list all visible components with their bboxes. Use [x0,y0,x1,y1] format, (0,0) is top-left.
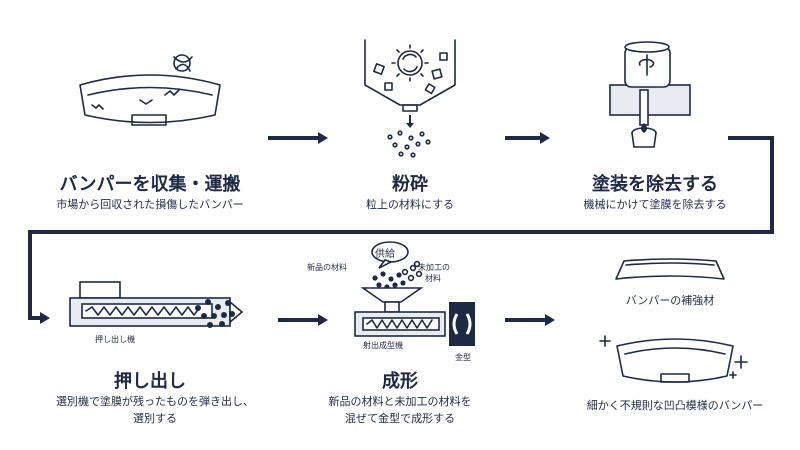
step4-desc-line1: 選別機で塗膜が残ったものを弾き出し、 [56,395,254,408]
patterned-bumper-illustration [599,335,748,383]
row-wrap-connector [28,136,774,320]
bumper-reinforcement-illustration [615,258,725,280]
arrow-2-to-3 [505,132,550,144]
arrow-1-to-2 [268,132,328,144]
paint-removal-machine-illustration [609,41,691,148]
extruder-label: 押し出し機 [95,335,135,344]
injection-molding-illustration [354,241,475,346]
arrow-4-to-5 [278,314,328,326]
arrow-5-to-6 [505,314,555,326]
step5-desc-line1: 新品の材料と未加工の材料を [328,395,472,408]
new-material-label: 新品の材料 [307,263,347,272]
step5-title: 成形 [382,371,418,392]
step4-title: 押し出し [114,371,186,392]
step3-desc: 機械にかけて塗膜を除去する [583,198,727,211]
raw-material-label-line2: 材料 [425,274,441,283]
step4-desc-line2: 選別する [133,412,177,425]
step5-desc-line2: 混ぜて金型で成形する [344,412,456,425]
mold-label: 金型 [455,353,471,362]
patterned-bumper-label: 細かく不規則な凹凸模様のバンパー [586,399,764,412]
reinforcement-label: バンパーの補強材 [625,294,715,307]
damaged-bumper-illustration [79,54,221,126]
supply-label: 供給 [375,249,395,260]
step3-title: 塗装を除去する [592,174,718,195]
pellets-icon [195,299,235,328]
step2-title: 粉砕 [392,174,428,195]
step2-desc: 粒上の材料にする [365,198,455,211]
step1-title: バンパーを収集・運搬 [59,174,241,195]
crusher-illustration [364,39,456,158]
row-wrap-arrowhead [40,312,50,324]
step1-desc: 市場から回収された損傷したバンパー [56,198,244,211]
raw-material-label-line1: 未加工の [418,263,450,272]
injection-machine-label: 射出成型機 [363,341,403,350]
